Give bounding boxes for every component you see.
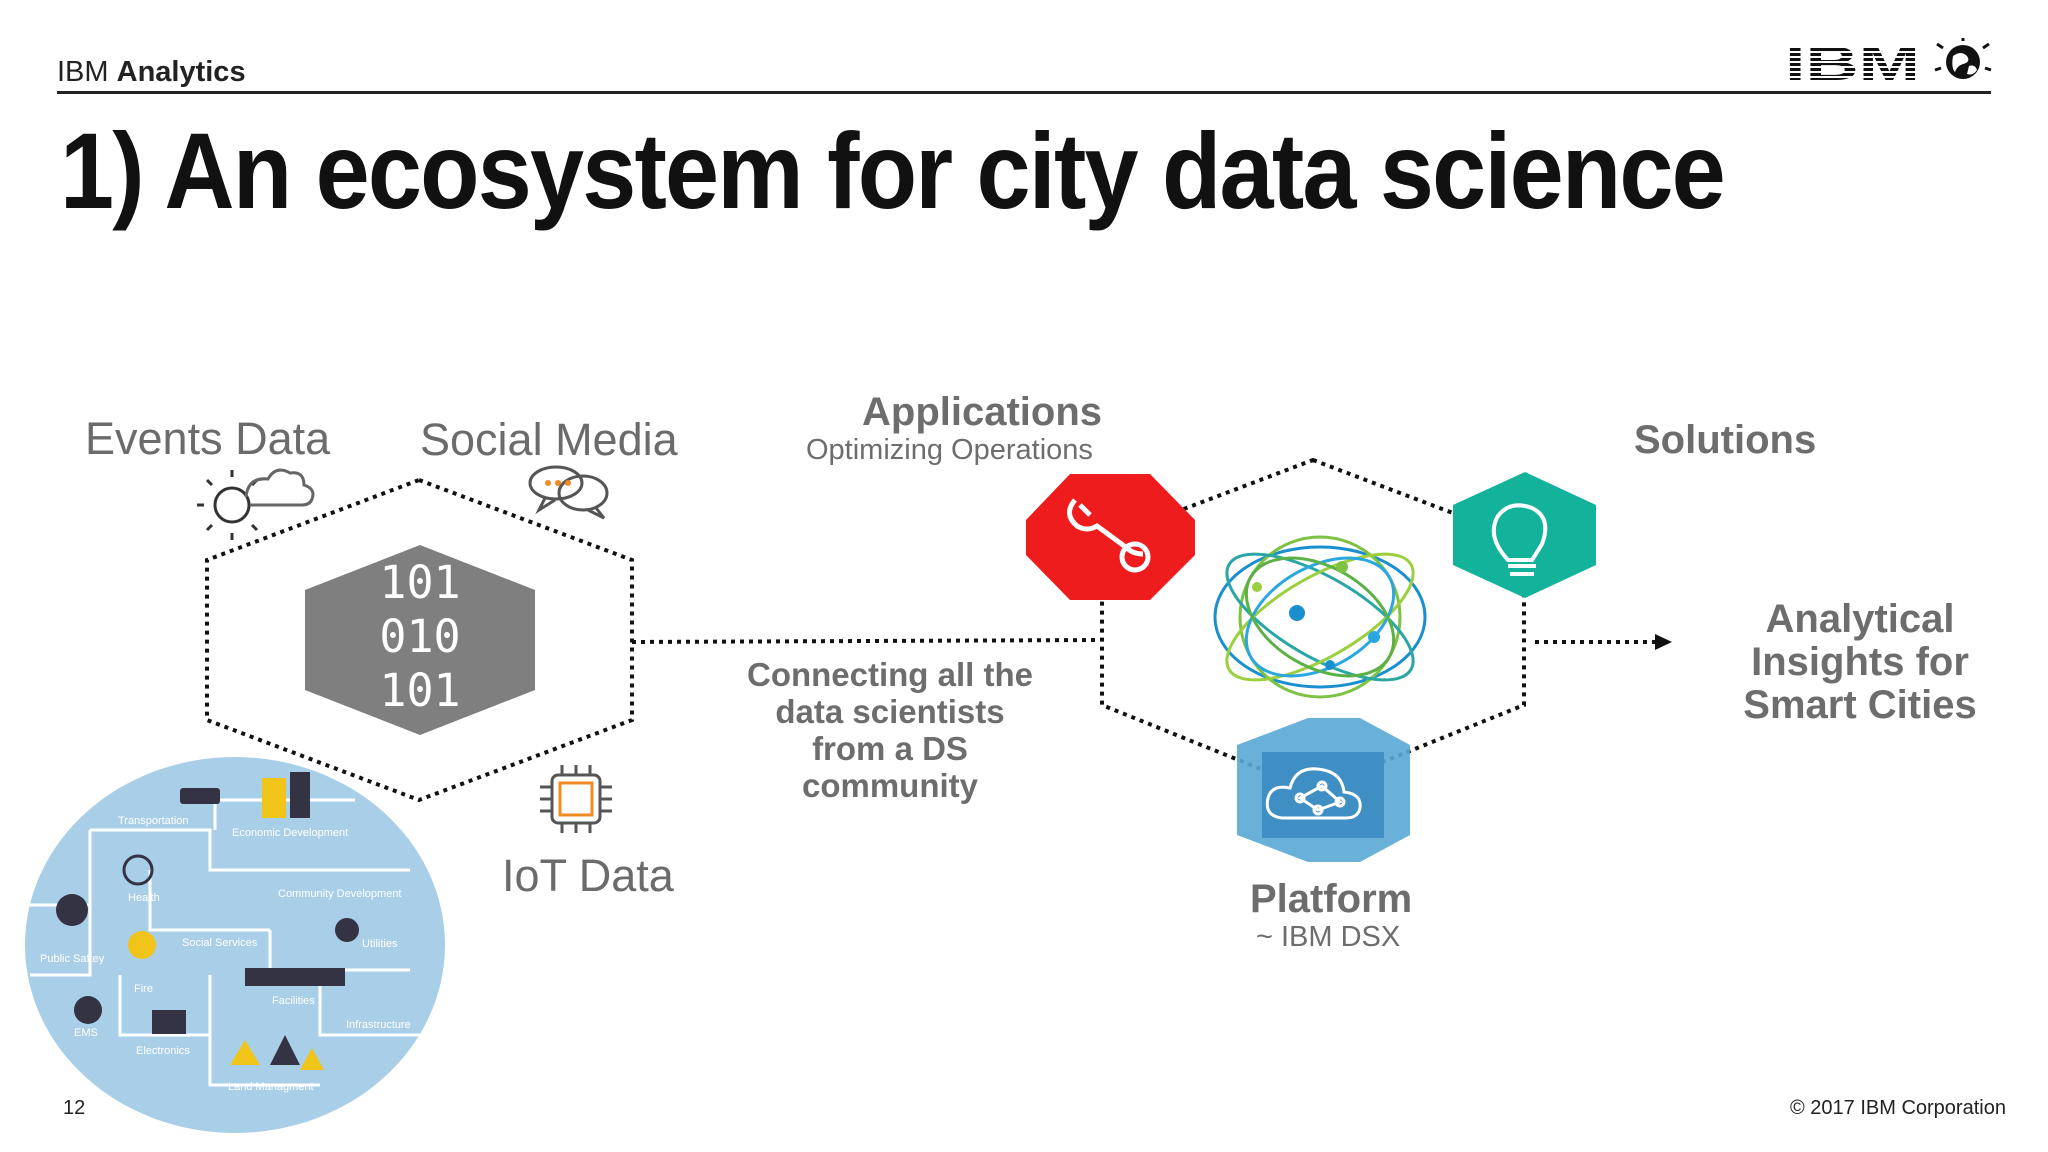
city-domains-circle: Transportation Economic Development Heal… (25, 757, 445, 1133)
ibm-logo: IBM (1785, 38, 1992, 86)
chip-icon (540, 765, 612, 833)
brand-label: IBM Analytics (57, 56, 246, 89)
slide-number: 12 (63, 1097, 86, 1119)
city-domain-label: Electronics (136, 1045, 190, 1057)
solutions-title: Solutions (1634, 418, 1817, 462)
connector-line (631, 638, 1101, 644)
ibm-logo-text: IBM (1785, 38, 1920, 86)
iot-data-label: IoT Data (502, 850, 674, 901)
wrench-icon (1067, 498, 1151, 573)
city-domain-label: Health (128, 892, 160, 904)
page-title: 1) An ecosystem for city data science (60, 110, 1726, 231)
applications-title: Applications (862, 390, 1103, 434)
city-domain-label: Fire (134, 983, 153, 995)
binary-line: 101 (379, 664, 460, 717)
weather-icon (197, 468, 315, 540)
insights-arrow-head (1655, 634, 1672, 650)
applications-subtitle: Optimizing Operations (806, 434, 1093, 466)
data-sources-hexagon (205, 477, 634, 803)
lightbulb-hexagon (1453, 472, 1596, 598)
city-domain-label: Social Services (182, 937, 258, 949)
city-domain-label: Community Development (278, 888, 402, 900)
events-data-label: Events Data (85, 413, 331, 464)
city-domain-label: Facilities (272, 995, 315, 1007)
city-domain-label: Infrastructure (346, 1019, 411, 1031)
city-domain-label: Utilities (362, 938, 398, 950)
brand-bold: Analytics (116, 56, 246, 88)
ibm-globe-icon (1934, 38, 1992, 79)
binary-data-hexagon (305, 545, 535, 735)
header-rule (57, 91, 1991, 94)
binary-line: 101 (379, 556, 460, 609)
lightbulb-icon (1491, 503, 1548, 576)
binary-line: 010 (379, 610, 460, 663)
city-domain-label: Transportation (118, 815, 189, 827)
cloud-network-icon (1265, 767, 1362, 820)
globe-network-icon (1213, 535, 1427, 699)
city-domain-label: Economic Development (232, 827, 348, 839)
social-media-label: Social Media (420, 414, 678, 465)
city-domain-label: EMS (74, 1027, 98, 1039)
copyright: © 2017 IBM Corporation (1790, 1097, 2006, 1119)
city-domain-label: Land Managment (228, 1081, 314, 1093)
brand-regular: IBM (57, 56, 117, 88)
platform-title: Platform (1250, 877, 1413, 921)
platform-inner-panel (1262, 752, 1384, 838)
platform-subtitle: ~ IBM DSX (1256, 921, 1401, 953)
connector-text: Connecting all the data scientists from … (746, 656, 1033, 804)
city-domain-label: Public Saftey (40, 953, 105, 965)
insights-text: Analytical Insights for Smart Cities (1743, 597, 1977, 727)
chat-bubbles-icon (528, 465, 609, 520)
